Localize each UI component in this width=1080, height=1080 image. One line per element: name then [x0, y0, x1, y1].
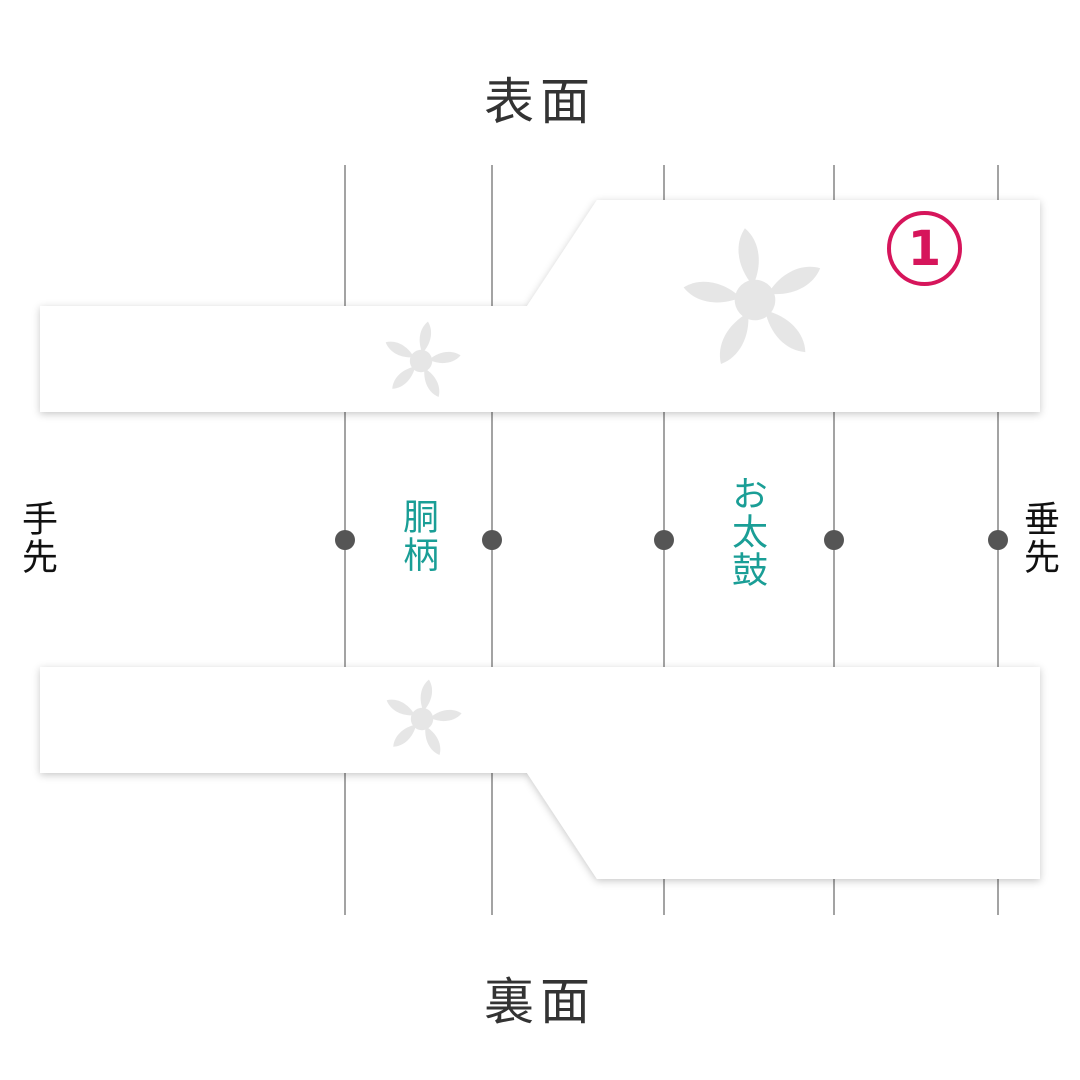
circle-dot-icon [988, 530, 1008, 550]
circle-dot-icon [824, 530, 844, 550]
badge-number: 1 [907, 220, 942, 277]
circle-dot-icon [335, 530, 355, 550]
front-title: 表面 [484, 73, 596, 131]
number-badge: 1 [887, 211, 962, 286]
circle-dot-icon [482, 530, 502, 550]
tesaki-label: 手先 [16, 500, 57, 576]
dougara-label: 胴柄 [397, 498, 438, 574]
front-band [40, 200, 1040, 412]
circle-dot-icon [654, 530, 674, 550]
back-title: 裏面 [484, 973, 596, 1031]
taresaki-label: 垂先 [1018, 500, 1059, 576]
back-band [40, 667, 1040, 879]
otaiko-label: お太鼓 [726, 475, 767, 589]
